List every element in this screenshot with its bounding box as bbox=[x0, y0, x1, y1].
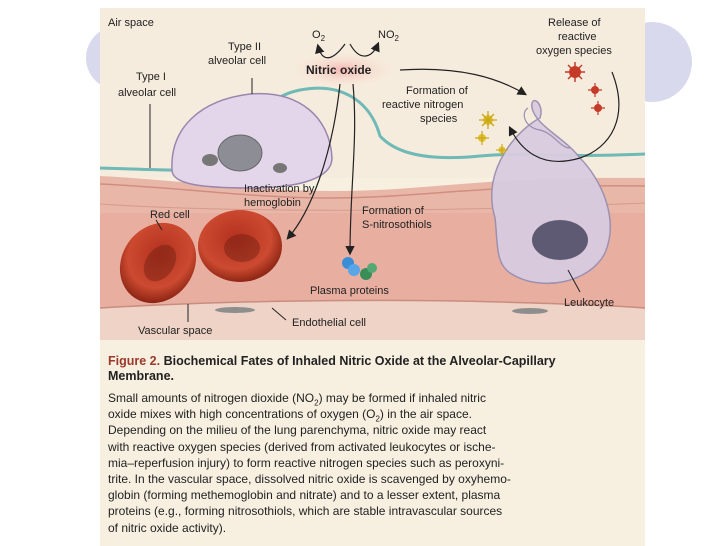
leader-endothelial bbox=[271, 307, 287, 321]
organelle-2 bbox=[273, 163, 287, 173]
figure-caption: Figure 2. Biochemical Fates of Inhaled N… bbox=[108, 354, 628, 536]
label-air-space: Air space bbox=[108, 17, 154, 29]
organelle bbox=[202, 154, 218, 166]
caption-line-2: oxide mixes with high concentrations of … bbox=[108, 407, 472, 424]
diagram-svg: Air space Type II alveolar cell Type I a… bbox=[100, 8, 645, 340]
label-vascular-space: Vascular space bbox=[138, 325, 212, 337]
endothelium-line bbox=[100, 299, 645, 309]
label-type-ii-2: alveolar cell bbox=[208, 55, 266, 67]
arrow-reactive-oxygen bbox=[508, 71, 620, 163]
label-type-i-1: Type I bbox=[136, 71, 166, 83]
endothelial-nucleus bbox=[215, 307, 255, 313]
label-leukocyte: Leukocyte bbox=[564, 297, 614, 309]
label-red-cell: Red cell bbox=[150, 209, 190, 221]
o2-no2-arrow bbox=[315, 43, 346, 59]
rbc-center-2 bbox=[224, 234, 260, 262]
caption-line-1: Small amounts of nitrogen dioxide (NO2) … bbox=[108, 391, 486, 408]
arrow-to-plasma bbox=[345, 83, 356, 256]
arrow-to-rns bbox=[399, 68, 528, 96]
nitric-oxide-glow bbox=[285, 50, 401, 90]
figure-panel: Air space Type II alveolar cell Type I a… bbox=[100, 8, 645, 546]
label-release-1: Release of bbox=[548, 17, 602, 29]
arrow-to-hemoglobin bbox=[286, 83, 341, 240]
label-rns-2: reactive nitrogen bbox=[382, 99, 463, 111]
leukocyte-nucleus bbox=[532, 220, 588, 260]
label-inactivation-1: Inactivation by bbox=[244, 183, 315, 195]
label-nitric-oxide: Nitric oxide bbox=[306, 63, 372, 77]
reactive-nitrogen-species-icons bbox=[475, 111, 508, 156]
red-blood-cell-1 bbox=[119, 222, 197, 304]
caption-line-9: of nitric oxide activity). bbox=[108, 520, 227, 535]
label-snitroso-1: Formation of bbox=[362, 205, 425, 217]
label-rns-1: Formation of bbox=[406, 85, 469, 97]
label-o2: O2 bbox=[312, 29, 326, 43]
caption-title-part2: Membrane. bbox=[108, 369, 174, 383]
caption-line-8: proteins (e.g., forming nitrosothiols, w… bbox=[108, 504, 503, 519]
caption-line-7: globin (forming methemoglobin and nitrat… bbox=[108, 488, 501, 503]
leukocyte-pseudopod bbox=[523, 107, 571, 149]
plasma-protein-4 bbox=[367, 263, 377, 273]
label-release-2: reactive bbox=[558, 31, 597, 43]
label-endothelial-cell: Endothelial cell bbox=[292, 317, 366, 329]
red-blood-cell-2 bbox=[198, 210, 282, 282]
leader-red-cell bbox=[155, 219, 163, 231]
reactive-oxygen-species-icons bbox=[565, 62, 605, 115]
caption-line-5: mia–reperfusion injury) to form reactive… bbox=[108, 455, 505, 470]
o2-no2-arrow-2 bbox=[349, 41, 380, 57]
plasma-protein-2 bbox=[348, 264, 360, 276]
alveolar-capillary-diagram: Air space Type II alveolar cell Type I a… bbox=[100, 8, 645, 340]
figure-number: Figure 2. bbox=[108, 354, 161, 368]
label-rns-3: species bbox=[420, 113, 458, 125]
label-no2: NO2 bbox=[378, 29, 400, 43]
caption-title-part1: Biochemical Fates of Inhaled Nitric Oxid… bbox=[163, 354, 556, 368]
label-type-i-2: alveolar cell bbox=[118, 87, 176, 99]
type-ii-nucleus bbox=[217, 134, 263, 172]
caption-line-4: with reactive oxygen species (derived fr… bbox=[108, 439, 496, 454]
label-snitroso-2: S-nitrosothiols bbox=[362, 219, 432, 231]
endothelial-nucleus-2 bbox=[512, 308, 548, 314]
caption-line-3: Depending on the milieu of the lung pare… bbox=[108, 423, 487, 438]
leader-leukocyte bbox=[567, 269, 581, 293]
label-type-ii-1: Type II bbox=[228, 41, 261, 53]
rbc-center-1 bbox=[143, 244, 177, 282]
label-plasma-proteins: Plasma proteins bbox=[310, 285, 389, 297]
caption-line-6: trite. In the vascular space, dissolved … bbox=[108, 472, 511, 487]
caption-title: Figure 2. Biochemical Fates of Inhaled N… bbox=[108, 354, 628, 384]
label-inactivation-2: hemoglobin bbox=[244, 197, 301, 209]
label-release-3: oxygen species bbox=[536, 45, 612, 57]
